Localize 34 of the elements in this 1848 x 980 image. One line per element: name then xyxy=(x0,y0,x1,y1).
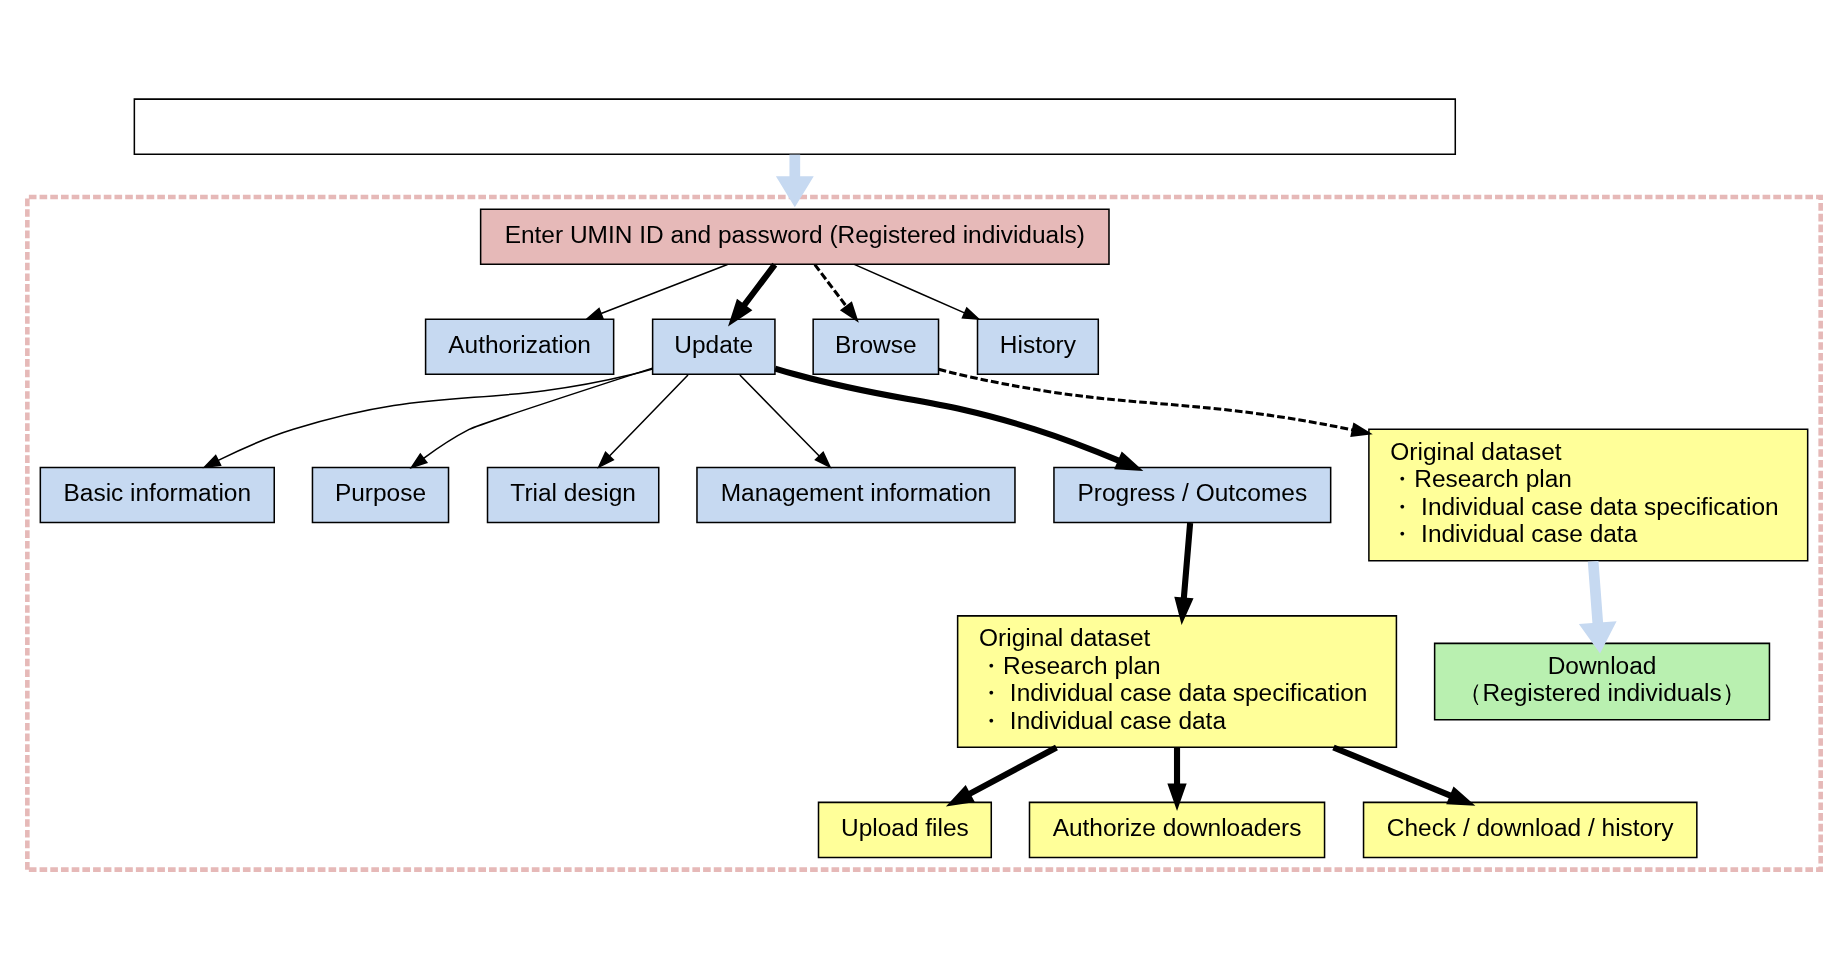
arrow xyxy=(202,367,654,468)
arrow xyxy=(1174,522,1194,625)
node-box: Trial design xyxy=(486,466,660,523)
arrow xyxy=(584,263,729,320)
node-box: Authorize downloaders xyxy=(1028,801,1326,858)
node-box xyxy=(133,97,1457,155)
node-box: Browse xyxy=(812,318,940,375)
node-box: Download （Registered individuals） xyxy=(1433,642,1771,721)
cluster xyxy=(25,194,1823,872)
node-box: Purpose xyxy=(311,466,450,523)
node-box: Check / download / history xyxy=(1362,801,1698,858)
node-box: Upload files xyxy=(817,801,993,858)
arrow xyxy=(597,373,689,469)
arrow xyxy=(409,366,654,469)
arrow xyxy=(938,367,1373,437)
node-box: Management information xyxy=(696,466,1016,523)
arrow xyxy=(1167,747,1187,811)
arrow xyxy=(728,262,778,326)
node-box: Original dataset ・Research plan ・ Individual case data specification ・ Individual case data xyxy=(1368,428,1809,562)
arrow xyxy=(775,154,814,207)
node-box: History xyxy=(976,318,1100,375)
node-box: Authorization xyxy=(424,318,615,375)
node-box: Enter UMIN ID and password (Registered individuals) xyxy=(479,207,1110,265)
node-box: Original dataset ・Research plan ・ Individual case data specification ・ Individual case data xyxy=(956,614,1398,748)
arrow xyxy=(1332,744,1476,806)
arrow xyxy=(774,365,1144,471)
node-box: Update xyxy=(651,318,776,375)
arrow xyxy=(1578,560,1617,653)
arrow xyxy=(853,263,981,320)
node-box: Basic information xyxy=(39,466,275,523)
arrow xyxy=(813,263,859,323)
node-box: Progress / Outcomes xyxy=(1053,466,1332,523)
arrow xyxy=(739,373,832,469)
arrow xyxy=(945,744,1058,806)
